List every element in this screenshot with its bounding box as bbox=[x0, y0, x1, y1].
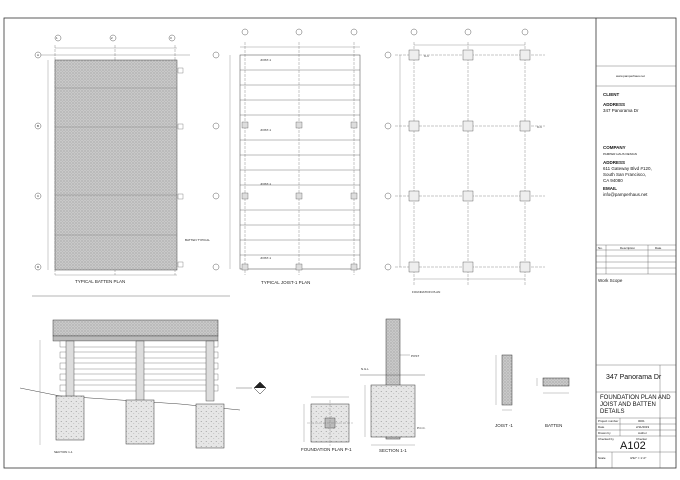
company-address-heading: ADDRESS bbox=[603, 160, 626, 165]
date-value: 2/11/2019 bbox=[636, 425, 650, 429]
joist-detail-title: JOIST -1 bbox=[495, 423, 513, 428]
foundation-plan-title: FOUNDATION PLAN bbox=[412, 290, 441, 294]
grid-row-label: B bbox=[37, 124, 40, 128]
checked-by-label: Checked by bbox=[598, 437, 614, 441]
client-address-heading: ADDRESS bbox=[603, 102, 626, 107]
scale-value: 3/32" = 1'-0" bbox=[630, 456, 647, 460]
project-number-label: Project number bbox=[598, 419, 619, 423]
joist-label: JOIST-1 bbox=[260, 128, 272, 132]
grid-col-label: 1 bbox=[56, 36, 58, 40]
joist-label: JOIST-1 bbox=[260, 58, 272, 62]
section-detail bbox=[19, 295, 267, 449]
foundation-p1-detail bbox=[303, 396, 353, 446]
footing-label: C-1 bbox=[537, 125, 542, 129]
joist-batten-details bbox=[495, 354, 570, 411]
post-label: POST bbox=[411, 354, 420, 358]
project-name: 347 Panorama Dr bbox=[606, 374, 662, 381]
batten-field bbox=[54, 59, 178, 271]
foundation-p1-title: FOUNDATION PLAN P-1 bbox=[301, 447, 352, 452]
company-name: PAMPER HAUS DESIGN bbox=[603, 152, 637, 156]
joist-label: JOIST-1 bbox=[260, 182, 272, 186]
email-link[interactable]: info@pamperhaus.net bbox=[603, 192, 648, 197]
drawn-by: Author bbox=[638, 431, 647, 435]
checked-by: Checker bbox=[636, 437, 648, 441]
sheet-number: A102 bbox=[620, 440, 646, 452]
drawn-by-label: Drawn by bbox=[598, 431, 611, 435]
footing-label: C-1 bbox=[424, 54, 429, 58]
joist-plan-title: TYPICAL JOIST-1 PLAN bbox=[261, 280, 311, 285]
joist-label: JOIST-1 bbox=[260, 256, 272, 260]
ngl-label: N.G.L bbox=[361, 367, 369, 371]
titleblock-grid bbox=[596, 65, 676, 468]
pcc-label: P.C.C. bbox=[417, 426, 426, 430]
work-scope-label: Work Scope bbox=[598, 278, 623, 283]
revision-no-header: No. bbox=[598, 246, 603, 250]
client-address: 347 Panorama Dr bbox=[603, 108, 639, 113]
sheet-title: FOUNDATION PLAN AND JOIST AND BATTEN DET… bbox=[600, 395, 671, 415]
email-heading: EMAIL bbox=[603, 186, 617, 191]
grid-col-label: 2 bbox=[111, 36, 113, 40]
company-address-line: 611 Gateway Blvd #120, bbox=[603, 166, 652, 171]
sheet-border bbox=[3, 17, 677, 469]
grid-row-label: C bbox=[37, 194, 40, 198]
scale-label: Scale bbox=[598, 456, 606, 460]
post-section-title: SECTION 1-1 bbox=[379, 448, 407, 453]
client-heading: CLIENT bbox=[603, 92, 620, 97]
company-heading: COMPANY bbox=[603, 145, 626, 150]
company-address-line: South San Francisco, bbox=[603, 172, 647, 177]
website-link[interactable]: www.pamperhaus.net bbox=[616, 74, 645, 78]
post-section-detail bbox=[360, 318, 425, 446]
batten-plan bbox=[34, 34, 190, 276]
foundation-plan bbox=[384, 28, 545, 285]
company-address-line: CA 94080 bbox=[603, 178, 623, 183]
date-label: Date bbox=[598, 425, 605, 429]
grid-row-label: A bbox=[37, 53, 40, 57]
project-number: 0001 bbox=[638, 419, 645, 423]
batten-detail-title: BATTEN bbox=[545, 423, 563, 428]
grid-row-label: D bbox=[37, 265, 40, 269]
revision-description-header: Description bbox=[620, 246, 636, 250]
revision-date-header: Date bbox=[655, 246, 662, 250]
joist-plan bbox=[212, 28, 361, 275]
batten-plan-title: TYPICAL BATTEN PLAN bbox=[75, 279, 126, 284]
batten-typical-label: BATTEN TYPICAL bbox=[185, 238, 210, 242]
grid-col-label: 3 bbox=[170, 36, 172, 40]
section-title: SECTION 1-1 bbox=[54, 450, 73, 454]
